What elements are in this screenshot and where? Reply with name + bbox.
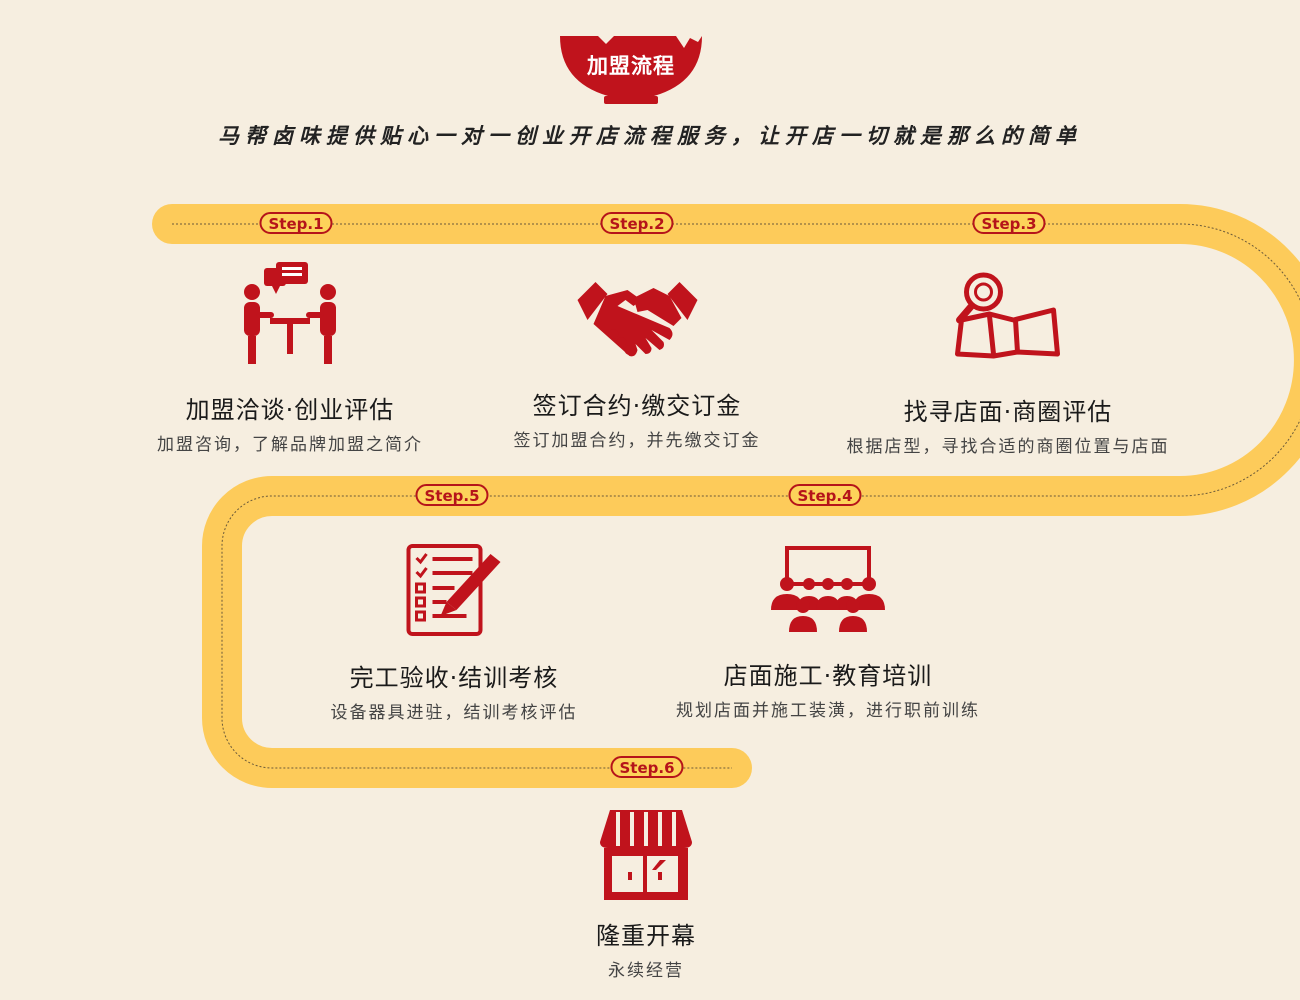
storefront-icon [600, 810, 692, 900]
step-3-desc: 根据店型，寻找合适的商圈位置与店面 [846, 437, 1170, 457]
step-1: 加盟洽谈·创业评估 加盟咨询，了解品牌加盟之简介 [157, 258, 423, 455]
step-3: 找寻店面·商圈评估 根据店型，寻找合适的商圈位置与店面 [847, 270, 1170, 457]
step-4: 店面施工·教育培训 规划店面并施工装潢，进行职前训练 [676, 544, 980, 721]
step-3-title: 找寻店面·商圈评估 [903, 398, 1113, 426]
step-2-title: 签订合约·缴交订金 [532, 392, 742, 420]
step-2-badge: Step.2 [600, 212, 674, 234]
step-5-title: 完工验收·结训考核 [349, 664, 559, 692]
step-1-badge: Step.1 [259, 212, 333, 234]
step-3-badge: Step.3 [972, 212, 1046, 234]
page-title: 加盟流程 [587, 54, 675, 78]
step-6-desc: 永续经营 [608, 961, 684, 981]
step-4-desc: 规划店面并施工装潢，进行职前训练 [676, 701, 980, 721]
page-subtitle: 马帮卤味提供贴心一对一创业开店流程服务，让开店一切就是那么的简单 [218, 123, 1082, 148]
step-4-badge: Step.4 [788, 484, 862, 506]
step-5: 完工验收·结训考核 设备器具进驻，结训考核评估 [331, 544, 578, 723]
training-icon [771, 546, 885, 632]
step-1-desc: 加盟咨询，了解品牌加盟之简介 [157, 435, 423, 455]
handshake-icon [577, 282, 697, 357]
bowl-icon [560, 36, 702, 104]
checklist-icon [406, 544, 500, 636]
step-5-badge: Step.5 [415, 484, 489, 506]
step-2-desc: 签订加盟合约，并先缴交订金 [513, 431, 761, 451]
step-2: 签订合约·缴交订金 签订加盟合约，并先缴交订金 [514, 278, 761, 451]
step-6-title: 隆重开幕 [596, 922, 696, 950]
step-4-title: 店面施工·教育培训 [723, 662, 933, 690]
step-5-desc: 设备器具进驻，结训考核评估 [330, 703, 578, 723]
step-1-title: 加盟洽谈·创业评估 [185, 396, 395, 424]
meeting-icon [244, 262, 336, 364]
step-6: 隆重开幕 永续经营 [596, 808, 696, 981]
step-6-badge: Step.6 [610, 756, 684, 778]
header-bowl-badge: 加盟流程 [558, 34, 704, 106]
map-search-icon [954, 272, 1060, 359]
